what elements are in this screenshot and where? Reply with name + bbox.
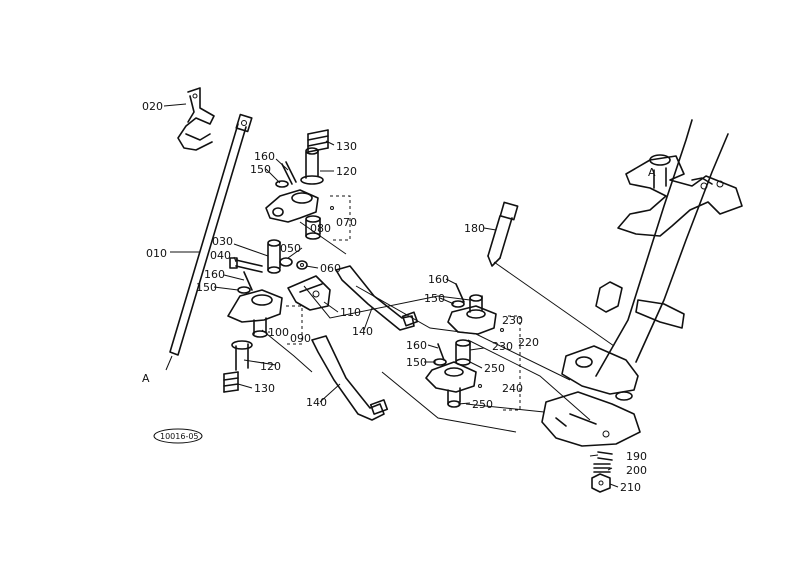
- bolt-180: [487, 201, 519, 267]
- collar-050: [279, 257, 293, 267]
- label-160-right-lower: 160: [406, 339, 427, 352]
- label-190: 190: [626, 450, 647, 463]
- bolt-160-right-lower: [437, 343, 445, 361]
- label-150-mid: 150: [196, 281, 217, 294]
- label-140-lower: 140: [306, 396, 327, 409]
- label-040: 040: [210, 249, 231, 262]
- arm-110: [287, 275, 331, 311]
- washer-150-right-upper: [451, 300, 465, 308]
- label-030: 030: [212, 235, 233, 248]
- label-020: 020: [142, 100, 163, 113]
- bolt-160-upper: [281, 161, 297, 185]
- label-140-upper: 140: [352, 325, 373, 338]
- nut-210: [591, 473, 611, 493]
- label-110: 110: [340, 306, 361, 319]
- label-250-upper: 250: [484, 362, 505, 375]
- connection-lines: [261, 221, 615, 433]
- label-220: 220: [518, 336, 539, 349]
- label-210: 210: [620, 481, 641, 494]
- washer-150-mid: [237, 286, 251, 294]
- bushing-230: [455, 339, 471, 366]
- bolt-040: [229, 257, 263, 273]
- label-200: 200: [626, 464, 647, 477]
- label-160-mid: 160: [204, 268, 225, 281]
- label-010: 010: [146, 247, 167, 260]
- label-230-upper: 230: [502, 314, 523, 327]
- label-080: 080: [310, 222, 331, 235]
- spring-200: [593, 463, 611, 473]
- label-240: 240: [502, 382, 523, 395]
- label-130-upper: 130: [336, 140, 357, 153]
- label-leaders: [163, 103, 619, 488]
- upper-pivot-assembly: [447, 294, 504, 335]
- washer-150-upper: [275, 180, 289, 188]
- rod-010: [165, 113, 253, 371]
- label-ref-a-left: A: [142, 372, 150, 385]
- label-160-right-upper: 160: [428, 273, 449, 286]
- bolt-190: [597, 451, 613, 461]
- bracket-020: [177, 87, 215, 151]
- pedal-arm-140-upper: [335, 265, 419, 331]
- label-050: 050: [280, 242, 301, 255]
- label-100: 100: [268, 326, 289, 339]
- label-250-lower: 250: [472, 398, 493, 411]
- label-180: 180: [464, 222, 485, 235]
- upper-pedal-bracket: [265, 189, 334, 240]
- label-150-right-lower: 150: [406, 356, 427, 369]
- label-160-upper: 160: [254, 150, 275, 163]
- label-150-right-upper: 150: [424, 292, 445, 305]
- pedal-arm-140-lower: [311, 335, 389, 421]
- bolt-160-mid: [243, 271, 253, 291]
- label-120-lower: 120: [260, 360, 281, 373]
- label-070: 070: [336, 216, 357, 229]
- part-labels: 020 010 130 120 160 150 070 080 030 040 …: [142, 100, 656, 494]
- label-120-upper: 120: [336, 165, 357, 178]
- label-130-lower: 130: [254, 382, 275, 395]
- label-150-upper: 150: [250, 163, 271, 176]
- pin-120-lower: [231, 340, 253, 371]
- label-060: 060: [320, 262, 341, 275]
- pin-120-upper: [300, 147, 324, 185]
- label-230-lower: 230: [492, 340, 513, 353]
- main-frame: [541, 119, 743, 447]
- label-090: 090: [290, 332, 311, 345]
- figure-code-text: 10016-05: [160, 432, 199, 441]
- figure-code-badge: 10016-05: [153, 428, 203, 444]
- label-ref-a-right: A: [648, 166, 656, 179]
- nut-060: [296, 260, 308, 270]
- spring-130-lower: [223, 371, 239, 393]
- pin-030: [267, 239, 281, 274]
